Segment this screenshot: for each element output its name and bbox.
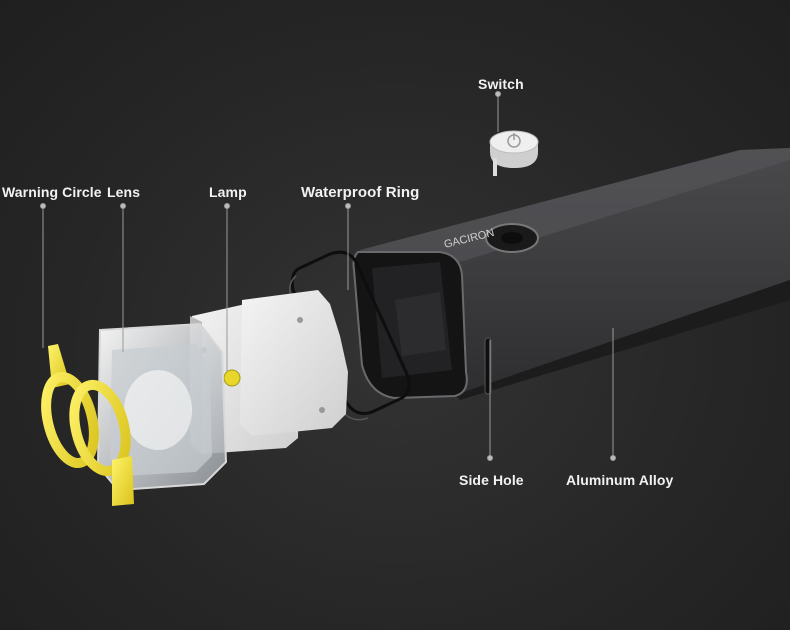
lamp-holder-plate: [240, 290, 348, 436]
lamp-label: Lamp: [209, 184, 247, 200]
aluminum-alloy-body: [352, 148, 790, 400]
switch-part: [489, 130, 539, 176]
side-hole-label: Side Hole: [459, 472, 524, 488]
leader-lines: [40, 91, 616, 461]
aluminum-alloy-label: Aluminum Alloy: [566, 472, 674, 488]
warning-circle-label: Warning Circle: [2, 184, 102, 200]
waterproof-ring-label: Waterproof Ring: [301, 184, 420, 201]
lens-label: Lens: [107, 184, 141, 200]
switch-label: Switch: [478, 76, 524, 92]
warning-circle-part: [41, 344, 134, 506]
